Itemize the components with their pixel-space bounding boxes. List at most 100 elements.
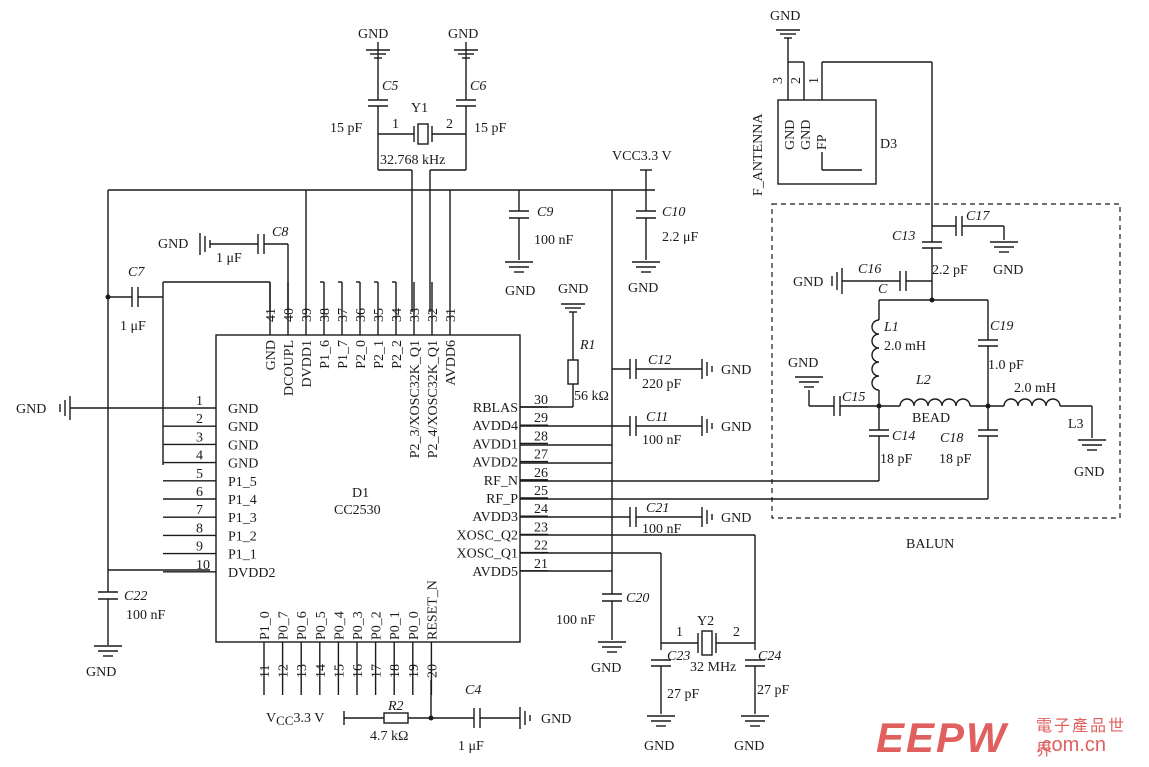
pin-name: DVDD1 [300, 340, 315, 387]
pin-name: P1_1 [228, 548, 257, 563]
y1-pin1: 1 [392, 117, 399, 132]
ic-left-pins: 1GND2GND3GND4GND5P1_56P1_47P1_38P1_29P1_… [163, 394, 275, 581]
gnd-label-c6: GND [448, 27, 478, 42]
c19-capacitor [978, 300, 998, 430]
pin-number: 35 [372, 308, 387, 322]
c13-capacitor [922, 241, 942, 300]
c7-ref: C7 [128, 265, 145, 280]
gnd-symbol-c21 [701, 507, 713, 527]
pin-name: P0_1 [388, 611, 403, 640]
pin-number: 12 [277, 664, 292, 678]
pin-number: 10 [196, 558, 210, 573]
gnd-label-c23: GND [644, 739, 674, 754]
pin-name: GND [228, 402, 258, 417]
c9-ref: C9 [537, 205, 553, 220]
pin-name: P1_3 [228, 511, 257, 526]
l1-ref: L1 [883, 320, 899, 335]
d3-pin-gnd-a: GND [783, 120, 798, 150]
c10-value: 2.2 μF [662, 230, 699, 245]
pin-name: GND [228, 457, 258, 472]
c23-capacitor [651, 659, 671, 714]
c14-ref: C14 [892, 429, 915, 444]
svg-text:VCC3.3 V: VCC3.3 V [266, 711, 324, 728]
c8-value: 1 μF [216, 251, 242, 266]
pin-number: 37 [336, 308, 351, 322]
c6-value: 15 pF [474, 121, 507, 136]
ic-right-pins: 30RBLAS29AVDD428AVDD127AVDD226RF_N25RF_P… [457, 393, 548, 580]
pin-name: RF_N [484, 474, 518, 489]
pin-number: 27 [534, 448, 548, 463]
d3-pin2-num: 2 [789, 77, 804, 84]
ic-bottom-pins: 11P1_012P0_713P0_614P0_515P0_416P0_317P0… [258, 580, 440, 695]
pin-name: XOSC_Q1 [457, 547, 518, 562]
gnd-label-c20: GND [591, 661, 621, 676]
pin-number: 16 [351, 664, 366, 678]
c22-capacitor [98, 569, 210, 645]
c24-ref: C24 [758, 649, 781, 664]
pin-number: 31 [444, 308, 459, 322]
y2-pin1: 1 [676, 625, 683, 640]
c21-capacitor [612, 507, 702, 527]
gnd-symbol-l3 [1078, 439, 1106, 451]
gnd-label-c9: GND [505, 284, 535, 299]
vcc-bottom-cc: CC [276, 713, 293, 728]
pin-name: P1_5 [228, 475, 257, 490]
c16-capacitor [842, 271, 932, 291]
c5-capacitor [368, 42, 388, 134]
pin-name: DVDD2 [228, 566, 275, 581]
pin-number: 40 [282, 308, 297, 322]
pin-number: 17 [370, 664, 385, 678]
r2-ref: R2 [387, 699, 404, 714]
vcc-bottom-voltage: 3.3 V [293, 711, 324, 726]
c12-value: 220 pF [642, 377, 682, 392]
d3-pin-gnd-b: GND [799, 120, 814, 150]
c18-capacitor [978, 429, 998, 499]
pin-name: P0_4 [332, 611, 347, 640]
pin-number: 18 [388, 664, 403, 678]
pin-number: 5 [196, 467, 203, 482]
gnd-symbol-c16 [831, 268, 843, 294]
c21-value: 100 nF [642, 522, 682, 537]
pin-number: 28 [534, 429, 548, 444]
pin-number: 20 [425, 664, 440, 678]
gnd-symbol-c23 [647, 715, 675, 727]
pin-number: 25 [534, 484, 548, 499]
gnd-symbol-c8 [199, 233, 211, 255]
gnd-symbol-antenna [776, 29, 800, 39]
r1-ref: R1 [579, 338, 596, 353]
y2-value: 32 MHz [690, 660, 736, 675]
c15-capacitor [808, 390, 900, 416]
c11-ref: C11 [646, 410, 668, 425]
pin-name: P0_3 [351, 611, 366, 640]
c17-capacitor [932, 216, 1005, 240]
xosc-q2-wire [520, 534, 756, 650]
c4-capacitor [473, 708, 520, 728]
pin-number: 41 [264, 308, 279, 322]
gnd-label-r1: GND [558, 282, 588, 297]
c11-capacitor [612, 416, 702, 436]
d3-body [777, 99, 877, 185]
ic-top-pins: 41GND40DCOUPL39DVDD138P1_637P1_736P2_035… [264, 190, 459, 458]
pin-name: GND [264, 340, 279, 370]
pin-name: DCOUPL [282, 340, 297, 396]
vcc-top-label: VCC3.3 V [612, 149, 672, 164]
c8-capacitor [210, 234, 289, 312]
pin-number: 36 [354, 308, 369, 322]
pin-number: 26 [534, 466, 548, 481]
pin-number: 6 [196, 485, 203, 500]
antenna-label: F_ANTENNA [751, 113, 766, 196]
c24-value: 27 pF [757, 683, 790, 698]
pin-name: P0_6 [295, 611, 310, 640]
pin-number: 19 [407, 664, 422, 678]
c13-value: 2.2 pF [932, 263, 968, 278]
pin-name: RF_P [486, 492, 518, 507]
c20-value: 100 nF [556, 613, 596, 628]
c11-value: 100 nF [642, 433, 682, 448]
pin-number: 11 [258, 665, 273, 678]
pin-name: P0_5 [314, 611, 329, 640]
pin-number: 8 [196, 521, 203, 536]
d3-pin3-num: 3 [771, 77, 786, 84]
c4-ref: C4 [465, 683, 481, 698]
pin-name: P0_7 [277, 611, 292, 640]
d3-pin-fp: FP [815, 134, 830, 150]
